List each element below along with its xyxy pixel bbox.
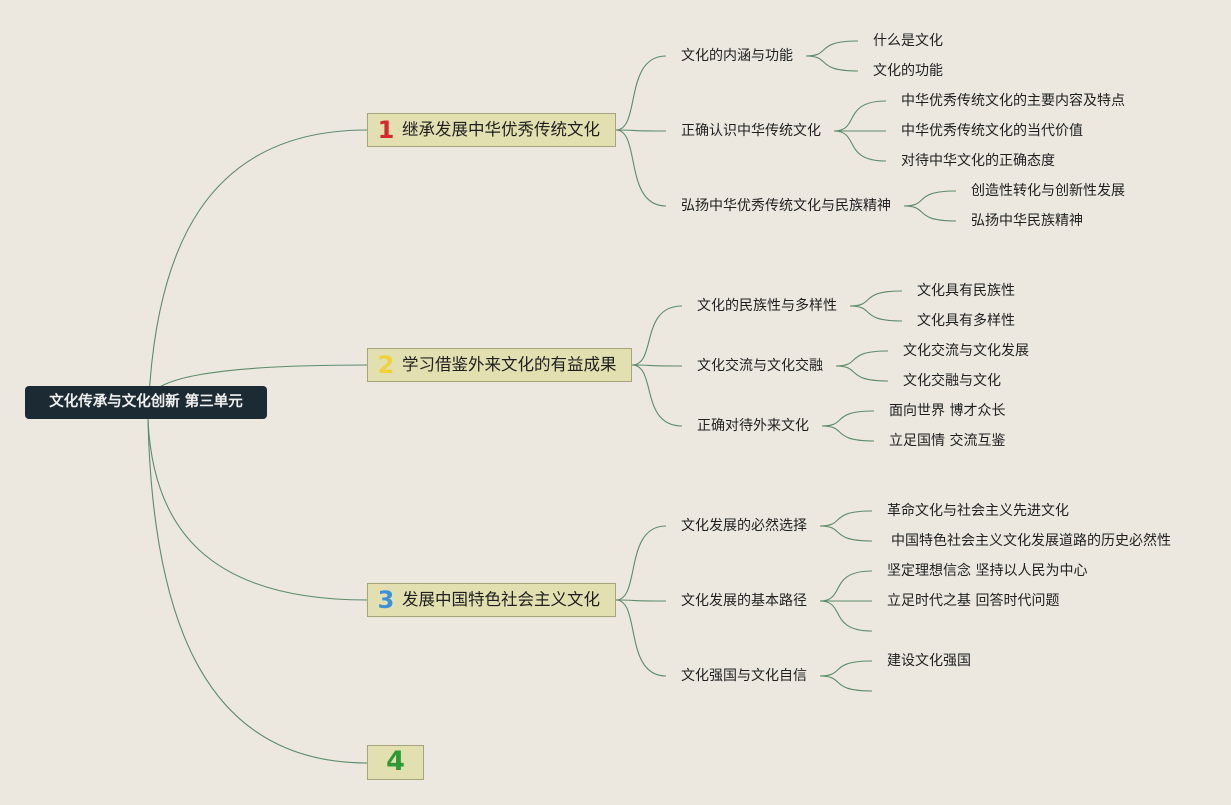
connector-line [849,305,903,322]
connector-line [903,190,957,207]
connector-line [819,525,873,542]
connector-line [903,205,957,222]
connector-line [615,599,667,602]
leaf-node[interactable]: 立足时代之基 回答时代问题 [887,593,1060,609]
leaf-node[interactable]: 立足国情 交流互鉴 [889,433,1006,449]
connector-line [147,129,368,421]
connector-line [833,130,887,162]
connector-line [835,350,889,367]
connector-line [615,129,667,132]
connector-line [631,364,683,367]
connector-line [615,599,667,677]
connector-line [819,600,873,632]
branch-number-2: 2 [377,351,395,379]
leaf-node[interactable]: 对待中华文化的正确态度 [901,153,1055,169]
branch-number-4: 4 [386,746,405,777]
branch-node-2[interactable]: 2 学习借鉴外来文化的有益成果 [367,348,632,382]
connector-line [147,419,368,764]
root-node[interactable]: 文化传承与文化创新 第三单元 [25,386,267,419]
connector-line [821,425,875,442]
leaf-node[interactable]: 文化交融与文化 [903,373,1001,389]
branch-label-2: 学习借鉴外来文化的有益成果 [402,355,617,374]
branch-node-1[interactable]: 1 继承发展中华优秀传统文化 [367,113,616,147]
leaf-node[interactable]: 弘扬中华民族精神 [971,213,1083,229]
branch-node-4[interactable]: 4 [367,745,424,780]
connector-line [849,290,903,307]
leaf-node[interactable]: 什么是文化 [873,33,943,49]
connector-line [615,525,667,601]
topic-node[interactable]: 文化的民族性与多样性 [697,298,837,314]
connector-line [805,55,859,72]
branch-number-3: 3 [377,586,395,614]
leaf-node[interactable]: 革命文化与社会主义先进文化 [887,503,1069,519]
topic-node[interactable]: 弘扬中华优秀传统文化与民族精神 [681,198,891,214]
leaf-node[interactable]: 创造性转化与创新性发展 [971,183,1125,199]
branch-label-3: 发展中国特色社会主义文化 [402,590,600,609]
leaf-node[interactable]: 坚定理想信念 坚持以人民为中心 [887,563,1088,579]
leaf-node[interactable]: 中国特色社会主义文化发展道路的历史必然性 [891,533,1171,549]
connector-line [631,364,683,427]
connector-line [615,55,667,131]
connector-line [147,419,368,601]
leaf-node[interactable]: 文化交流与文化发展 [903,343,1029,359]
connector-line [631,305,683,366]
topic-node[interactable]: 正确对待外来文化 [697,418,809,434]
connector-line [835,365,889,382]
branch-number-1: 1 [377,116,395,144]
connector-line [819,675,873,692]
topic-node[interactable]: 正确认识中华传统文化 [681,123,821,139]
leaf-node[interactable]: 文化具有民族性 [917,283,1015,299]
leaf-node[interactable]: 面向世界 博才众长 [889,403,1006,419]
connector-line [615,129,667,207]
topic-node[interactable]: 文化交流与文化交融 [697,358,823,374]
branch-label-1: 继承发展中华优秀传统文化 [402,120,600,139]
leaf-node[interactable]: 建设文化强国 [887,653,971,669]
leaf-node[interactable]: 中华优秀传统文化的当代价值 [901,123,1083,139]
connector-line [833,100,887,132]
leaf-node[interactable]: 中华优秀传统文化的主要内容及特点 [901,93,1125,109]
topic-node[interactable]: 文化强国与文化自信 [681,668,807,684]
connector-line [821,410,875,427]
topic-node[interactable]: 文化发展的必然选择 [681,518,807,534]
connector-line [805,40,859,57]
connector-line [819,660,873,677]
connector-line [819,510,873,527]
leaf-node[interactable]: 文化的功能 [873,63,943,79]
topic-node[interactable]: 文化的内涵与功能 [681,48,793,64]
leaf-node[interactable]: 文化具有多样性 [917,313,1015,329]
connector-line [819,570,873,602]
branch-node-3[interactable]: 3 发展中国特色社会主义文化 [367,583,616,617]
topic-node[interactable]: 文化发展的基本路径 [681,593,807,609]
